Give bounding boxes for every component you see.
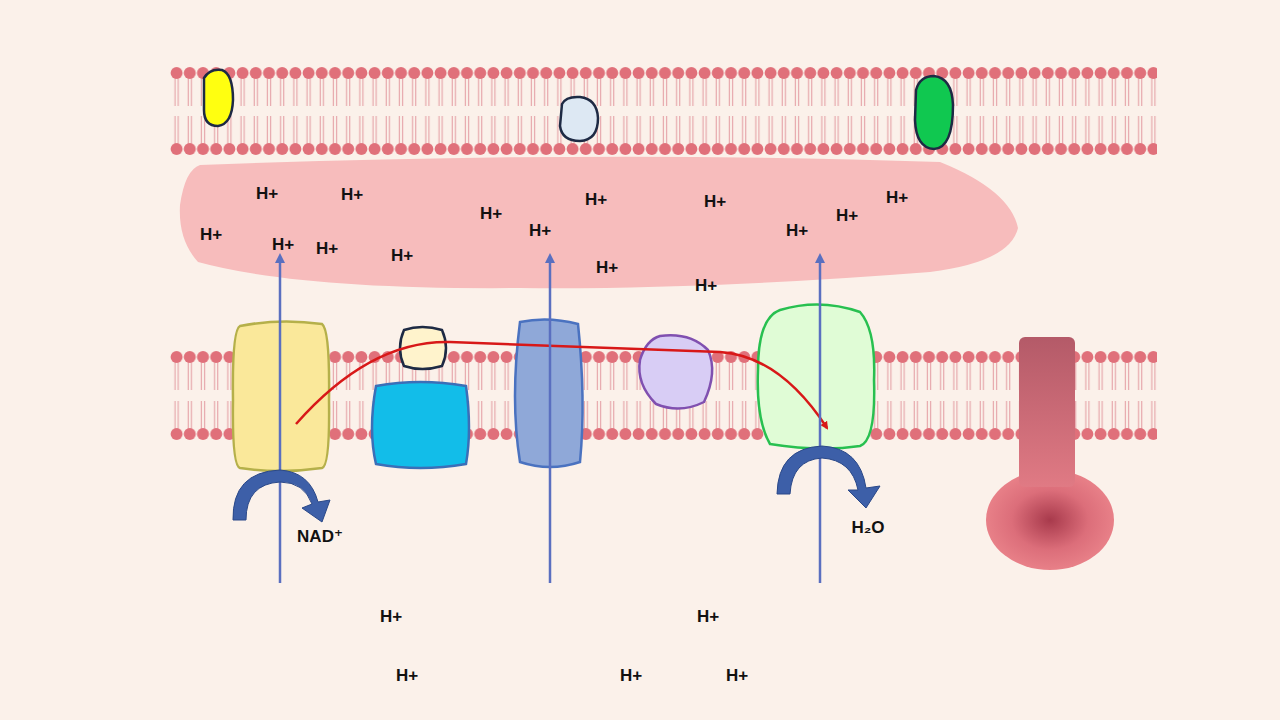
proton-label: H+ bbox=[585, 191, 607, 208]
atp-synthase-stalk bbox=[1019, 337, 1075, 487]
complex-iv bbox=[758, 304, 874, 448]
intermembrane-space bbox=[180, 157, 1018, 289]
product-label: H₂O bbox=[851, 519, 884, 536]
outer-membrane bbox=[170, 66, 1157, 156]
proton-label: H+ bbox=[596, 259, 618, 276]
reaction-arrow bbox=[233, 470, 330, 522]
proton-arrow bbox=[549, 258, 552, 583]
proton-label: H+ bbox=[200, 226, 222, 243]
reaction-arrow bbox=[777, 446, 880, 508]
membrane-protein bbox=[204, 70, 233, 126]
proton-label: H+ bbox=[341, 186, 363, 203]
electron-path bbox=[296, 342, 827, 428]
membrane-protein bbox=[560, 97, 598, 141]
proton-label: H+ bbox=[786, 222, 808, 239]
proton-label: H+ bbox=[695, 277, 717, 294]
proton-arrow bbox=[279, 258, 282, 583]
proton-label: H+ bbox=[391, 247, 413, 264]
proton-label: H+ bbox=[256, 185, 278, 202]
proton-label: H+ bbox=[529, 222, 551, 239]
proton-label: H+ bbox=[697, 608, 719, 625]
proton-arrow bbox=[819, 258, 822, 583]
product-label: NAD⁺ bbox=[297, 528, 343, 545]
proton-label: H+ bbox=[620, 667, 642, 684]
proton-label: H+ bbox=[380, 608, 402, 625]
complex-ii bbox=[372, 382, 469, 468]
proton-label: H+ bbox=[272, 236, 294, 253]
proton-label: H+ bbox=[704, 193, 726, 210]
proton-label: H+ bbox=[886, 189, 908, 206]
membrane-protein bbox=[915, 76, 953, 149]
proton-label: H+ bbox=[836, 207, 858, 224]
cytochrome-c bbox=[639, 335, 712, 408]
proton-label: H+ bbox=[480, 205, 502, 222]
proton-label: H+ bbox=[726, 667, 748, 684]
proton-label: H+ bbox=[316, 240, 338, 257]
proton-label: H+ bbox=[396, 667, 418, 684]
